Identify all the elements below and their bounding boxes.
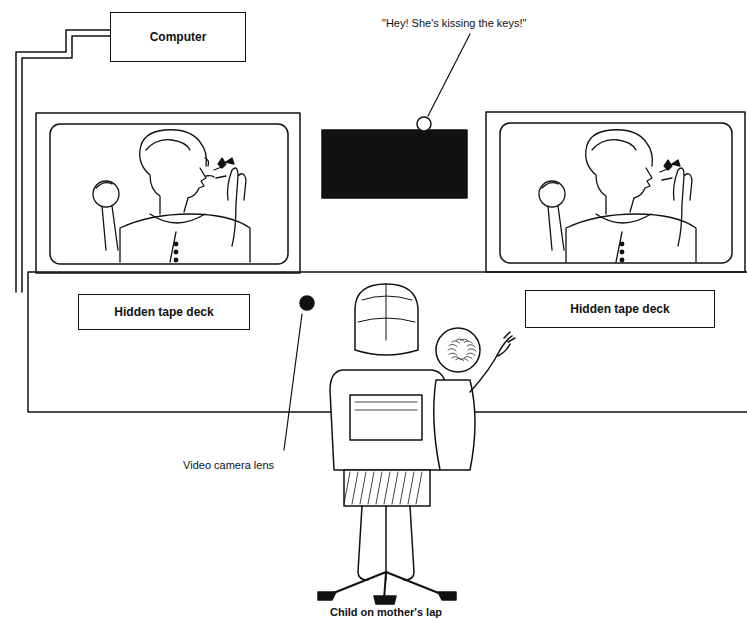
woman-figure [586, 130, 653, 214]
woman-figure [228, 168, 247, 246]
woman-figure [542, 183, 564, 250]
mother-and-child [350, 395, 422, 440]
woman-figure [592, 140, 636, 150]
right-monitor [500, 123, 732, 263]
woman-figure [93, 130, 250, 262]
woman-figure [120, 214, 250, 262]
woman-figure [620, 242, 624, 246]
mother-and-child [448, 339, 476, 361]
woman-figure [596, 214, 651, 223]
woman-figure [566, 214, 696, 262]
woman-figure [660, 168, 672, 180]
woman-figure [620, 258, 624, 262]
speaker [417, 117, 431, 131]
woman-figure [218, 158, 234, 168]
figure-caption: Child on mother's lap [328, 605, 444, 619]
woman-figure [174, 258, 178, 262]
woman-figure [205, 158, 209, 166]
mother-and-child [434, 380, 475, 470]
box-label: Computer [150, 30, 207, 44]
right-monitor [486, 112, 745, 272]
mother-and-child [344, 470, 430, 506]
mother-and-child [358, 506, 414, 580]
mother-and-child [436, 328, 480, 372]
mother-and-child [318, 284, 515, 604]
speech-callout: "Hey! She's kissing the keys!" [380, 16, 528, 30]
speaker [322, 130, 467, 198]
left-monitor [36, 113, 300, 273]
woman-figure [620, 250, 624, 254]
woman-figure [174, 242, 178, 246]
box-label: Hidden tape deck [570, 302, 669, 316]
mother-and-child [385, 506, 387, 580]
speaker [322, 117, 467, 198]
leader-line [428, 34, 470, 116]
box-label: Hidden tape deck [114, 305, 213, 319]
woman-figure [664, 160, 680, 170]
woman-figure [170, 232, 176, 262]
mother-and-child [344, 472, 422, 504]
leader-line [284, 314, 302, 450]
mother-and-child [470, 332, 515, 392]
computer-box: Computer [110, 12, 246, 62]
woman-figure [184, 168, 206, 212]
right-monitor [486, 112, 745, 272]
woman-figure [174, 250, 178, 254]
mother-and-child [355, 402, 417, 410]
tape-deck-box: Hidden tape deck [525, 290, 715, 328]
left-monitor [50, 124, 288, 264]
mother-and-child [355, 284, 418, 355]
woman-figure [630, 168, 652, 212]
woman-figure [150, 214, 205, 223]
left-monitor [36, 113, 300, 273]
woman-figure [539, 130, 696, 262]
mother-and-child [330, 370, 446, 470]
mother-and-child [318, 592, 456, 604]
woman-figure [616, 232, 622, 262]
console-panel [300, 296, 314, 310]
woman-figure [539, 181, 565, 207]
woman-figure [674, 168, 693, 246]
woman-figure [96, 183, 118, 250]
mother-and-child [358, 284, 415, 340]
woman-figure [214, 166, 226, 178]
woman-figure [140, 130, 207, 214]
woman-figure [93, 181, 119, 207]
woman-figure [206, 176, 214, 177]
part-label: Video camera lens [181, 458, 276, 472]
tape-deck-box: Hidden tape deck [78, 294, 250, 330]
woman-figure [146, 140, 190, 150]
